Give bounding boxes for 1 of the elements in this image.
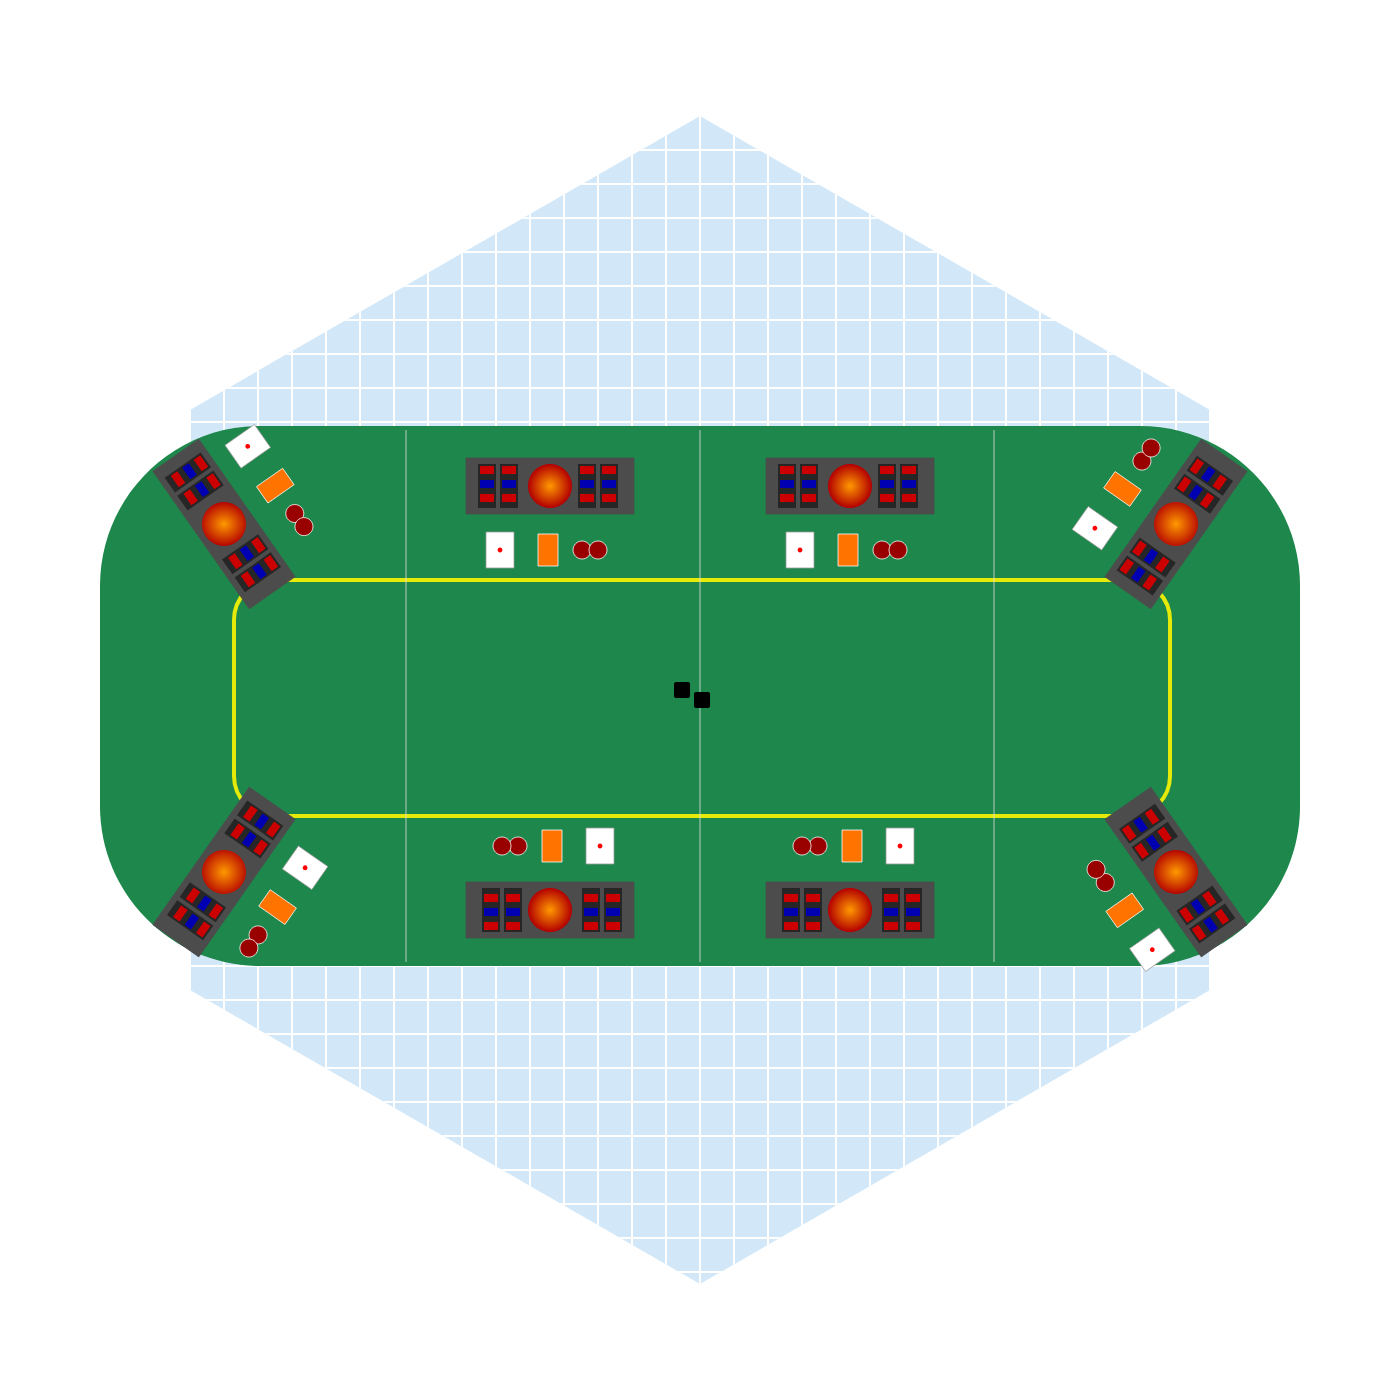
poker-table-drawing: [100, 424, 1300, 972]
